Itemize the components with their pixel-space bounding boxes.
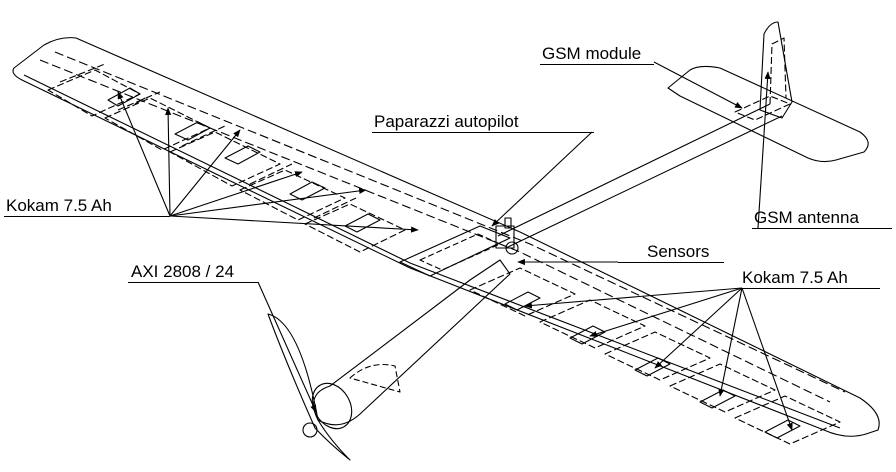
gsm-antenna-underline bbox=[752, 228, 892, 229]
sensor-pin bbox=[504, 217, 512, 229]
propeller bbox=[267, 313, 351, 461]
kokam-left-underline bbox=[4, 216, 170, 217]
fin-detail bbox=[769, 37, 787, 105]
kokam-left-label: Kokam 7.5 Ah bbox=[6, 196, 112, 215]
wing-outline bbox=[12, 37, 880, 437]
axi-motor-underline bbox=[128, 282, 258, 283]
axi-leader bbox=[257, 281, 317, 413]
left-battery-connectors bbox=[107, 87, 381, 233]
kokam-right-arrow-2 bbox=[589, 287, 743, 337]
prop-hub bbox=[302, 422, 318, 438]
motor-cowl bbox=[311, 382, 353, 430]
sensors-underline bbox=[618, 262, 724, 263]
right-battery-cells bbox=[469, 267, 841, 445]
gsm-antenna-leader bbox=[757, 71, 771, 229]
gsm-module-label: GSM module bbox=[542, 44, 642, 63]
kokam-left-arrow-2 bbox=[165, 107, 172, 217]
paparazzi-autopilot-underline bbox=[372, 132, 594, 133]
wing-leading-edge bbox=[23, 74, 841, 429]
vertical-fin bbox=[759, 21, 793, 119]
kokam-right-underline bbox=[740, 288, 880, 289]
kokam-right-label: Kokam 7.5 Ah bbox=[742, 268, 848, 287]
autopilot-leader bbox=[491, 131, 593, 227]
stabilizer-spar bbox=[734, 95, 791, 121]
kokam-left-arrow-6 bbox=[169, 215, 419, 233]
kokam-left-arrow-5 bbox=[169, 187, 367, 217]
paparazzi-autopilot-label: Paparazzi autopilot bbox=[374, 112, 519, 131]
sensors-label: Sensors bbox=[647, 242, 710, 261]
axi-motor-label: AXI 2808 / 24 bbox=[131, 262, 235, 281]
kokam-right-arrow-5 bbox=[741, 287, 793, 431]
wing-spar-1 bbox=[39, 59, 831, 403]
kokam-left-arrow-3 bbox=[169, 129, 241, 217]
canopy bbox=[349, 363, 401, 393]
center-bay bbox=[399, 225, 511, 277]
horizontal-stabilizer bbox=[667, 65, 869, 163]
wing-spar-2 bbox=[54, 51, 846, 393]
kokam-left-arrow-1 bbox=[117, 91, 171, 217]
kokam-left-arrow-4 bbox=[169, 171, 303, 217]
kokam-right-arrow-3 bbox=[654, 287, 743, 369]
fuselage-pod bbox=[313, 259, 511, 426]
gsm-antenna-label: GSM antenna bbox=[754, 208, 859, 227]
tail-boom bbox=[497, 103, 783, 249]
kokam-right-arrow-4 bbox=[718, 287, 743, 397]
right-battery-connectors bbox=[504, 291, 801, 439]
kokam-right-arrow-1 bbox=[524, 287, 743, 309]
gsm-module-leader bbox=[653, 61, 743, 109]
gsm-module-underline bbox=[540, 64, 654, 65]
